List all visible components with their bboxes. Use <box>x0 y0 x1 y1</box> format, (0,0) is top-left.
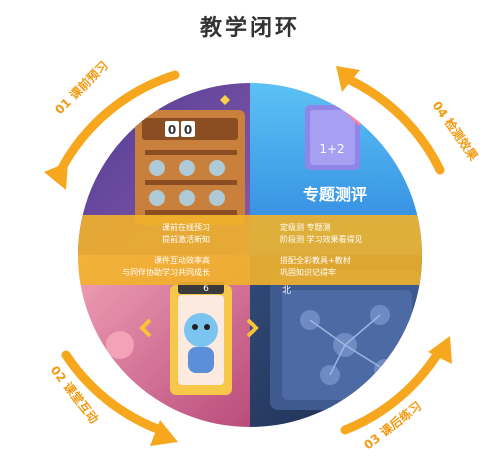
arrow-practice <box>340 345 445 435</box>
desc-interaction-line-1: 课件互动效率高 <box>154 255 210 265</box>
desc-preview-line-2: 提前激活新知 <box>162 234 210 244</box>
desc-interaction-line-2: 与同伴协助学习共同成长 <box>122 267 210 277</box>
counter-digit-2: 0 <box>184 123 192 137</box>
card-label: 专题测评 <box>303 185 367 204</box>
character-illustration <box>106 282 259 395</box>
page-title: 教学闭环 <box>199 16 300 41</box>
arrowhead-interaction <box>150 420 178 446</box>
stage-label-preview: 01 课前预习 <box>52 58 111 117</box>
arrow-test <box>345 75 445 175</box>
arrow-interaction <box>61 350 165 435</box>
map-illustration <box>270 270 420 410</box>
arrow-preview <box>57 70 180 173</box>
arrowhead-practice <box>428 336 452 364</box>
desc-practice-line-1: 搭配全彩教具+教材 <box>280 255 351 265</box>
badge-number: 6 <box>203 284 209 294</box>
desc-preview-line-1: 课前在线预习 <box>162 222 210 232</box>
book-text: 1+2 <box>319 142 344 156</box>
desc-practice-line-2: 巩固知识记得牢 <box>280 267 336 277</box>
stage-label-test: 04 检测效果 <box>430 98 482 163</box>
descriptions: 课前在线预习 提前激活新知 定级测 专题测 阶段测 学习效果看得见 课件互动效率… <box>122 222 363 277</box>
arrowhead-preview <box>44 162 68 190</box>
desc-test-line-1: 定级测 专题测 <box>280 222 331 232</box>
arrowhead-test <box>336 66 360 92</box>
desc-test-line-2: 阶段测 学习效果看得见 <box>280 234 363 244</box>
compass-label: 北 <box>282 285 291 296</box>
counter-digit-1: 0 <box>168 123 176 137</box>
description-band <box>78 215 422 285</box>
shelf-illustration <box>104 95 245 225</box>
book-illustration <box>305 100 365 170</box>
